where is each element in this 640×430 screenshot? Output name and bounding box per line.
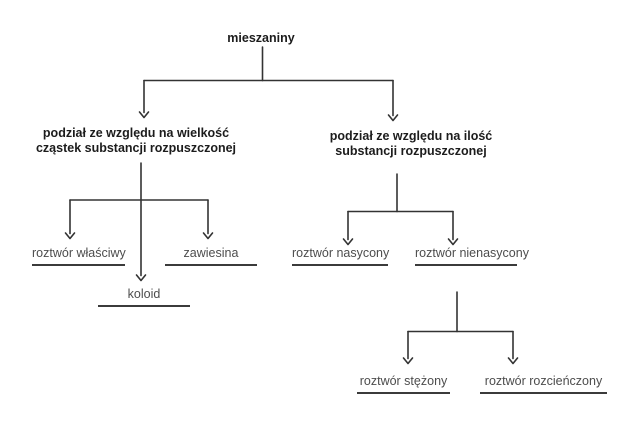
root-node-mieszaniny: mieszaniny	[227, 31, 295, 45]
branch-title-amount-line1: podział ze względu na ilość	[329, 129, 493, 143]
branch-title-size-line2: cząstek substancji rozpuszczonej	[35, 140, 237, 155]
arrowhead-nienasycony	[447, 238, 459, 246]
branch-title-amount: podział ze względu na ilość substancji r…	[330, 129, 493, 158]
arrowhead-right-branch	[387, 114, 399, 122]
arrowhead-zawiesina	[202, 232, 214, 240]
leaf-roztwor-nienasycony: roztwór nienasycony	[415, 246, 529, 266]
arrowhead-wlasciwy	[64, 232, 76, 240]
leaf-roztwor-rozcienczony: roztwór rozcieńczony	[480, 374, 607, 394]
branch-title-amount-line2: substancji rozpuszczonej	[335, 143, 487, 158]
leaf-roztwor-wlasciwy: roztwór właściwy	[32, 246, 126, 266]
arrowhead-nasycony	[342, 238, 354, 246]
branch-title-size-line1: podział ze względu na wielkość	[42, 126, 230, 140]
leaf-roztwor-nasycony: roztwór nasycony	[292, 246, 389, 266]
arrowhead-rozcienczony	[507, 357, 519, 365]
arrowhead-left-branch	[138, 111, 150, 119]
leaf-zawiesina: zawiesina	[165, 246, 257, 266]
leaf-roztwor-stezony: roztwór stężony	[357, 374, 450, 394]
arrowhead-koloid	[135, 274, 147, 282]
arrowhead-stezony	[402, 357, 414, 365]
branch-title-size: podział ze względu na wielkość cząstek s…	[36, 126, 236, 155]
leaf-koloid: koloid	[98, 287, 190, 307]
